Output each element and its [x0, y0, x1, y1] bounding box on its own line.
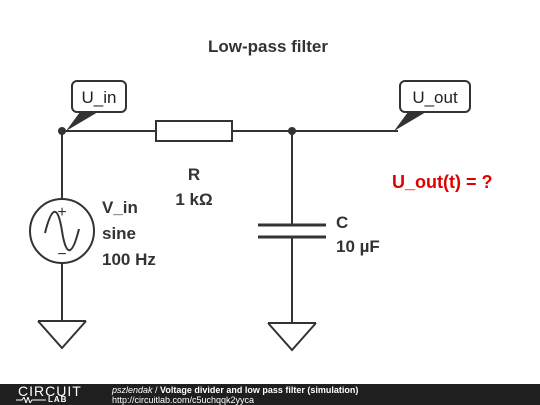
output-node-junction: [288, 127, 296, 135]
ground-symbol-right: [267, 322, 317, 352]
footer-url-link[interactable]: http://circuitlab.com/c5uchqqk2yyca: [112, 395, 255, 405]
footer-bar: CIRCUIT LAB pszlendak / Voltage divider …: [0, 384, 540, 405]
u-out-label-text: U_out: [412, 88, 458, 107]
logo-circuit-text: CIRCUIT: [18, 383, 82, 399]
circuit-schematic: Low-pass filter R 1 kΩ C 10 µF + − V_in …: [29, 37, 493, 352]
node-label-u-out[interactable]: U_out: [394, 80, 471, 131]
source-frequency: 100 Hz: [102, 250, 156, 269]
footer-project-title[interactable]: Voltage divider and low pass filter (sim…: [160, 385, 359, 395]
source-plus-sign: +: [57, 204, 66, 221]
diagram-title: Low-pass filter: [208, 37, 328, 56]
resistor-name: R: [188, 165, 200, 184]
u-in-label-text: U_in: [82, 88, 117, 107]
footer-author-link[interactable]: pszlendak: [112, 385, 153, 395]
ground-symbol-left: [37, 320, 87, 350]
source-minus-sign: −: [57, 246, 66, 263]
source-name: V_in: [102, 198, 138, 217]
resistor-body[interactable]: [155, 120, 233, 142]
footer-separator: /: [152, 385, 161, 395]
node-label-u-in[interactable]: U_in: [66, 80, 127, 131]
resistor-value: 1 kΩ: [175, 190, 212, 209]
capacitor-name: C: [336, 213, 348, 232]
source-waveform: sine: [102, 224, 136, 243]
question-text: U_out(t) = ?: [392, 172, 493, 192]
logo-lab-text: LAB: [48, 395, 68, 404]
capacitor-value: 10 µF: [336, 237, 380, 256]
sine-wave-icon: [44, 210, 80, 252]
input-node-junction: [58, 127, 66, 135]
logo-wave-icon: [16, 397, 46, 403]
footer-project-line: pszlendak / Voltage divider and low pass…: [112, 385, 358, 395]
